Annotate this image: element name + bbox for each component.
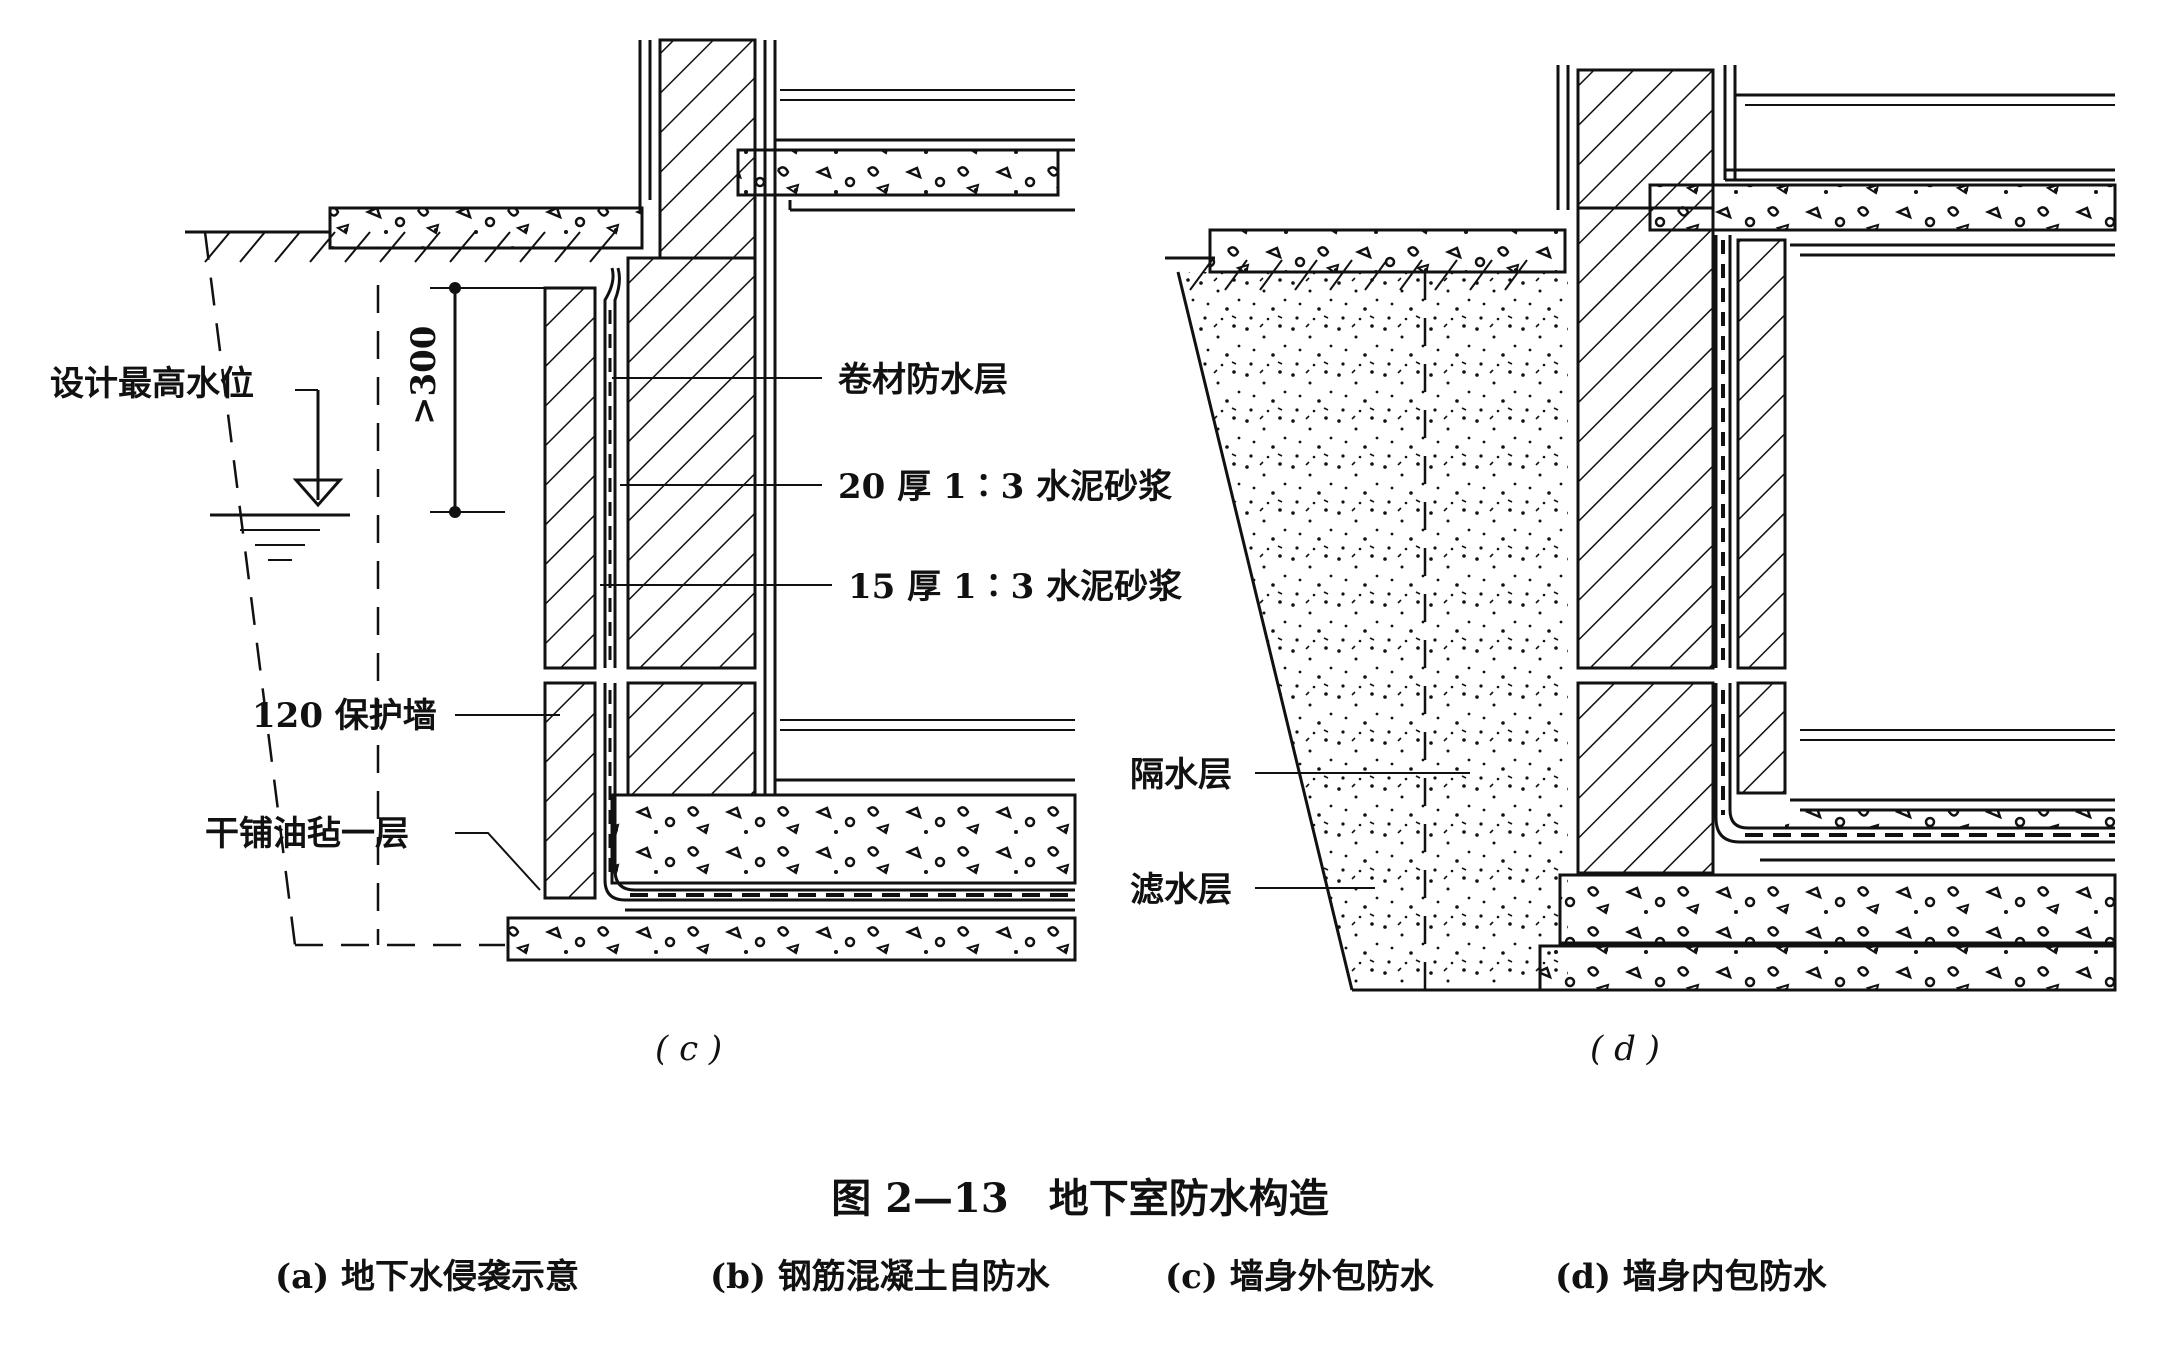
membrane-layer-label: 卷材防水层 (838, 360, 1008, 400)
caption-item-c: (c) 墙身外包防水 (1165, 1257, 1435, 1297)
caption-title: 图 2—13 地下室防水构造 (831, 1175, 1328, 1222)
caption-item-b: (b) 钢筋混凝土自防水 (710, 1257, 1051, 1297)
inner-membrane (1714, 235, 2115, 862)
isolation-layer-label: 隔水层 (1130, 755, 1232, 795)
excavation-slope-line (203, 231, 297, 946)
panel-c: >300 设计最高水位 卷材防水层 20 厚 1∶3 水泥砂浆 15 厚 1∶3… (50, 38, 1182, 1069)
leader-lines-c (455, 377, 832, 891)
felt-layer-label: 干铺油毡一层 (205, 814, 409, 854)
base-cushion-slab-d (1538, 944, 2117, 992)
upper-floor-slab (736, 148, 1060, 197)
dimension-300: >300 (404, 282, 545, 518)
apron-slab-d (1208, 228, 1567, 274)
basement-floor-slab (610, 793, 1077, 885)
mortar-15-label: 15 厚 1∶3 水泥砂浆 (848, 567, 1182, 607)
panel-d: 隔水层 滤水层 ( d ) (1130, 65, 2117, 1069)
structural-floor-slab-d (1558, 873, 2117, 945)
panel-c-tag: ( c ) (655, 1029, 722, 1069)
leader-lines-d (1255, 772, 1470, 889)
figure-caption: 图 2—13 地下室防水构造 (a) 地下水侵袭示意 (b) 钢筋混凝土自防水 … (275, 1175, 1828, 1297)
main-wall-d (1556, 65, 1737, 875)
upper-floor-slab-d (1648, 183, 2117, 232)
mortar-20-label: 20 厚 1∶3 水泥砂浆 (838, 467, 1172, 507)
inner-lining-wall (1736, 238, 1787, 795)
interior-floor-lines (775, 89, 1075, 782)
filter-slope-line (1176, 271, 1354, 991)
water-level-symbol (210, 389, 350, 561)
filter-layer-label: 滤水层 (1130, 870, 1232, 910)
design-water-level-label: 设计最高水位 (50, 364, 254, 404)
protect-wall-label: 120 保护墙 (252, 696, 437, 736)
base-cushion-slab (506, 916, 1077, 962)
dimension-300-label: >300 (404, 326, 444, 425)
caption-item-a: (a) 地下水侵袭示意 (275, 1257, 579, 1297)
filter-gravel-zone (1178, 272, 1568, 990)
caption-item-d: (d) 墙身内包防水 (1555, 1257, 1828, 1297)
apron-slab (328, 206, 644, 250)
protective-wall (543, 286, 597, 900)
ground-surface-d (1165, 256, 1528, 291)
panel-d-tag: ( d ) (1590, 1029, 1660, 1069)
